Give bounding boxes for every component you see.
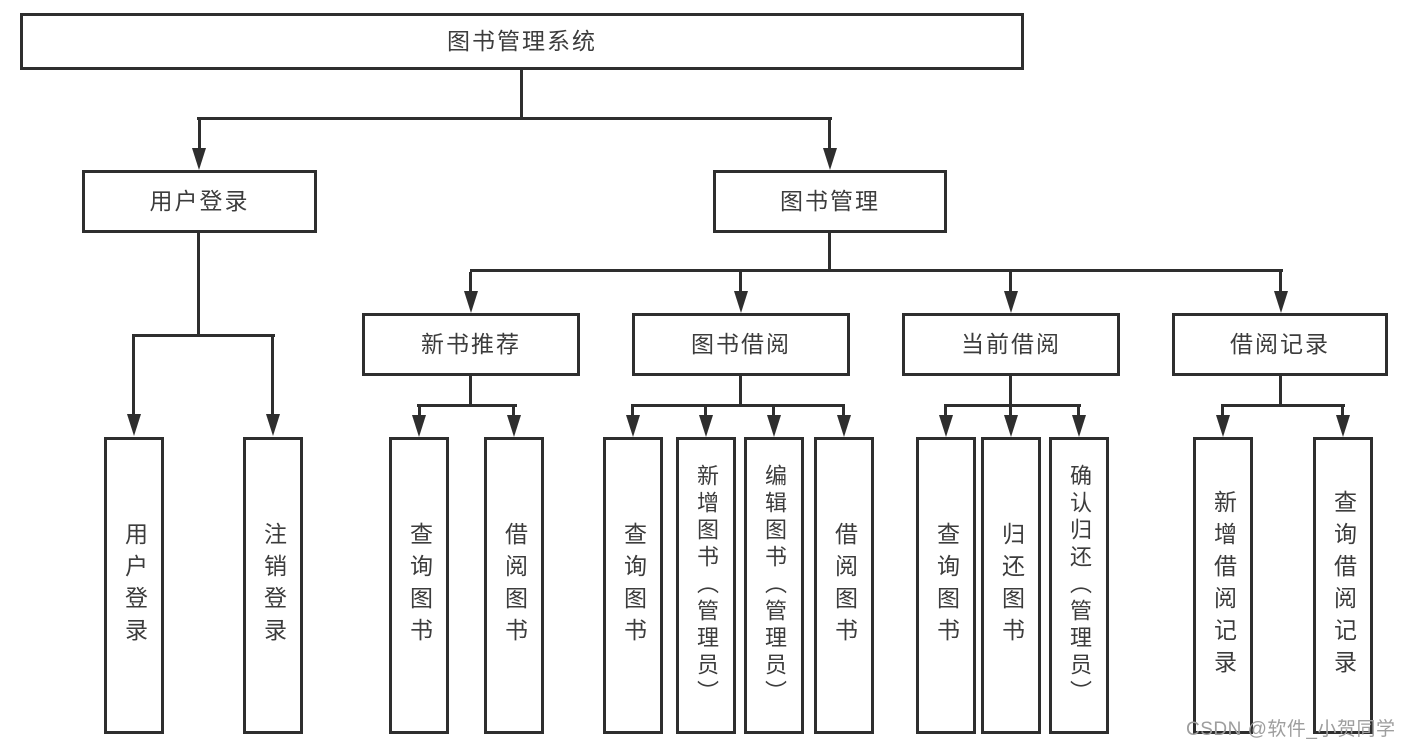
arrow-down-icon	[464, 291, 478, 313]
connector-stem	[1279, 272, 1282, 294]
arrow-down-icon	[823, 148, 837, 170]
leaf-label: 确认归还（管理员）	[1067, 464, 1092, 707]
leaf-borrow-books-recommend: 借阅图书	[484, 437, 544, 734]
leaf-label: 查询借阅记录	[1330, 489, 1357, 682]
connector-line	[197, 233, 200, 336]
connector-line	[470, 269, 1283, 272]
connector-stem	[739, 272, 742, 294]
leaf-logout-login: 注销登录	[243, 437, 303, 734]
node-label: 当前借阅	[961, 331, 1061, 357]
node-label: 图书管理系统	[447, 28, 597, 54]
leaf-label: 查询图书	[620, 521, 647, 650]
arrow-down-icon	[1336, 415, 1350, 437]
watermark: CSDN @软件_小贺同学	[1186, 719, 1396, 740]
connector-stem	[944, 406, 947, 417]
node-label: 图书管理	[780, 188, 880, 214]
connector-line	[1009, 376, 1012, 406]
connector-stem	[271, 336, 274, 416]
node-user-login: 用户登录	[82, 170, 317, 233]
leaf-label: 编辑图书（管理员）	[762, 464, 787, 707]
node-new-book-recommend: 新书推荐	[362, 313, 580, 376]
connector-stem	[1221, 406, 1224, 417]
connector-stem	[469, 272, 472, 294]
node-book-borrowing: 图书借阅	[632, 313, 850, 376]
leaf-label: 借阅图书	[501, 521, 528, 650]
leaf-return-books: 归还图书	[981, 437, 1041, 734]
connector-stem	[1341, 406, 1344, 417]
node-current-borrowing: 当前借阅	[902, 313, 1120, 376]
leaf-label: 新增图书（管理员）	[694, 464, 719, 707]
leaf-add-borrow-record: 新增借阅记录	[1193, 437, 1253, 734]
arrow-down-icon	[266, 414, 280, 436]
leaf-label: 借阅图书	[831, 521, 858, 650]
arrow-down-icon	[1274, 291, 1288, 313]
connector-stem	[828, 119, 831, 150]
arrow-down-icon	[192, 148, 206, 170]
arrow-down-icon	[767, 415, 781, 437]
node-borrowing-records: 借阅记录	[1172, 313, 1388, 376]
connector-line	[520, 70, 523, 118]
arrow-down-icon	[1004, 291, 1018, 313]
arrow-down-icon	[837, 415, 851, 437]
connector-stem	[704, 406, 707, 417]
leaf-user-login: 用户登录	[104, 437, 164, 734]
arrow-down-icon	[734, 291, 748, 313]
connector-line	[197, 117, 832, 120]
leaf-label: 查询图书	[933, 521, 960, 650]
leaf-confirm-return-admin: 确认归还（管理员）	[1049, 437, 1109, 734]
connector-line	[1221, 404, 1345, 407]
leaf-edit-books-admin: 编辑图书（管理员）	[744, 437, 804, 734]
leaf-label: 新增借阅记录	[1210, 489, 1237, 682]
connector-stem	[842, 406, 845, 417]
connector-line	[631, 404, 845, 407]
arrow-down-icon	[1216, 415, 1230, 437]
arrow-down-icon	[1004, 415, 1018, 437]
connector-line	[944, 404, 1081, 407]
leaf-query-borrow-record: 查询借阅记录	[1313, 437, 1373, 734]
arrow-down-icon	[1072, 415, 1086, 437]
leaf-borrow-books-borrowing: 借阅图书	[814, 437, 874, 734]
connector-line	[739, 376, 742, 406]
node-label: 新书推荐	[421, 331, 521, 357]
connector-stem	[198, 119, 201, 150]
node-book-management: 图书管理	[713, 170, 947, 233]
connector-stem	[631, 406, 634, 417]
connector-line	[1279, 376, 1282, 406]
connector-line	[469, 376, 472, 406]
leaf-label: 归还图书	[998, 521, 1025, 650]
leaf-query-books-recommend: 查询图书	[389, 437, 449, 734]
leaf-label: 注销登录	[260, 521, 287, 650]
leaf-query-books-current: 查询图书	[916, 437, 976, 734]
node-label: 借阅记录	[1230, 331, 1330, 357]
leaf-add-books-admin: 新增图书（管理员）	[676, 437, 736, 734]
node-label: 图书借阅	[691, 331, 791, 357]
connector-line	[132, 334, 275, 337]
connector-stem	[1009, 272, 1012, 294]
connector-stem	[1077, 406, 1080, 417]
node-library-management-system: 图书管理系统	[20, 13, 1024, 70]
arrow-down-icon	[939, 415, 953, 437]
connector-stem	[772, 406, 775, 417]
arrow-down-icon	[127, 414, 141, 436]
connector-stem	[512, 406, 515, 417]
arrow-down-icon	[626, 415, 640, 437]
node-label: 用户登录	[149, 188, 250, 214]
leaf-label: 用户登录	[121, 521, 148, 650]
connector-line	[417, 404, 517, 407]
connector-stem	[132, 336, 135, 416]
arrow-down-icon	[699, 415, 713, 437]
leaf-label: 查询图书	[406, 521, 433, 650]
arrow-down-icon	[507, 415, 521, 437]
connector-line	[828, 233, 831, 271]
connector-stem	[418, 406, 421, 417]
connector-stem	[1009, 406, 1012, 417]
arrow-down-icon	[412, 415, 426, 437]
leaf-query-books-borrowing: 查询图书	[603, 437, 663, 734]
